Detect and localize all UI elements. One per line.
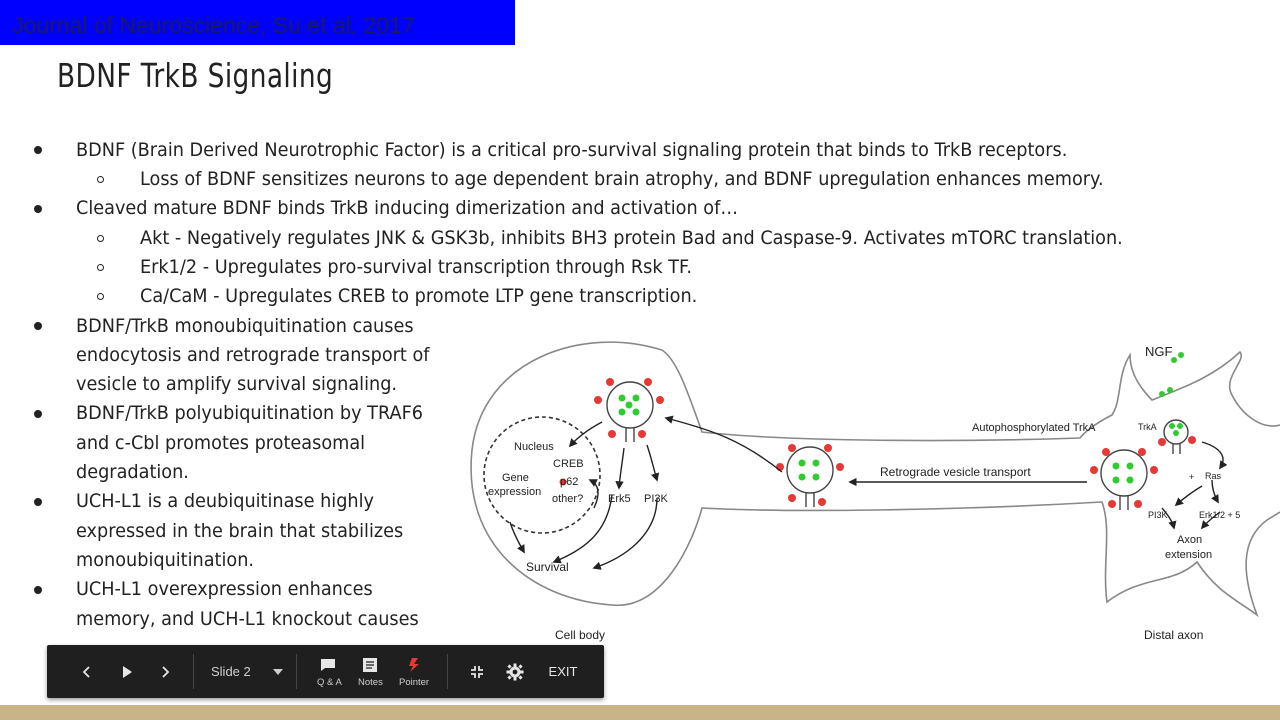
svg-text:Cell body: Cell body bbox=[555, 628, 605, 642]
notes-button[interactable]: Notes bbox=[353, 645, 387, 698]
sub-bullet-ring bbox=[97, 293, 104, 300]
bullet-text: BDNF (Brain Derived Neurotrophic Factor)… bbox=[76, 139, 1068, 161]
svg-text:Axon: Axon bbox=[1177, 534, 1202, 546]
presentation-toolbar: Slide 2 Q & A Notes Pointer EXIT bbox=[47, 645, 604, 698]
footer-bar bbox=[0, 705, 1280, 720]
bullet-text: BDNF/TrkB monoubiquitination causes bbox=[76, 315, 414, 337]
toolbar-divider bbox=[296, 654, 297, 689]
chevron-left-icon bbox=[82, 665, 90, 678]
svg-text:other?: other? bbox=[552, 493, 583, 505]
laser-pointer-icon bbox=[409, 658, 419, 672]
ngf-dots bbox=[618, 352, 1184, 484]
ubiquitin-dots bbox=[559, 378, 1196, 508]
svg-text:+: + bbox=[1189, 472, 1194, 482]
svg-text:expression: expression bbox=[488, 486, 541, 498]
exit-label: EXIT bbox=[548, 664, 578, 679]
previous-slide-button[interactable] bbox=[73, 645, 101, 698]
sub-bullet-ring bbox=[97, 235, 104, 242]
svg-text:Gene: Gene bbox=[502, 472, 529, 484]
svg-text:Survival: Survival bbox=[526, 560, 569, 574]
qa-button[interactable]: Q & A bbox=[311, 645, 345, 698]
exit-button[interactable]: EXIT bbox=[541, 645, 585, 698]
exit-fullscreen-button[interactable] bbox=[463, 645, 491, 698]
qa-icon bbox=[321, 659, 335, 671]
pointer-button[interactable]: Pointer bbox=[395, 645, 433, 698]
signal-arrows bbox=[509, 415, 1228, 570]
svg-text:Ras: Ras bbox=[1205, 471, 1222, 481]
bullet-dot bbox=[34, 205, 42, 213]
bullet-text: UCH-L1 is a deubiquitinase highly bbox=[76, 490, 375, 512]
source-citation: Journal of Neuroscience, Su et al, 2017 bbox=[12, 12, 415, 38]
caret-down-icon bbox=[272, 668, 283, 675]
bullet-dot bbox=[34, 498, 42, 506]
bullet-text: memory, and UCH-L1 knockout causes bbox=[76, 608, 419, 630]
bullet-dot bbox=[34, 146, 42, 154]
bullet-text: UCH-L1 overexpression enhances bbox=[76, 578, 373, 600]
play-icon bbox=[123, 665, 132, 678]
toolbar-divider bbox=[193, 654, 194, 689]
bullet-text: degradation. bbox=[76, 461, 189, 483]
svg-text:NGF: NGF bbox=[1145, 344, 1173, 359]
svg-text:CREB: CREB bbox=[553, 458, 584, 470]
slide-select[interactable]: Slide 2 bbox=[203, 645, 293, 698]
slide-title: BDNF TrkB Signaling bbox=[57, 56, 334, 95]
vesicles bbox=[606, 381, 1189, 497]
sub-bullet-text: Erk1/2 - Upregulates pro-survival transc… bbox=[140, 256, 692, 278]
svg-text:p62: p62 bbox=[560, 476, 578, 488]
sub-bullet-ring bbox=[97, 176, 104, 183]
svg-text:Autophosphorylated TrkA: Autophosphorylated TrkA bbox=[972, 422, 1096, 434]
bullet-dot bbox=[34, 322, 42, 330]
slide-select-value: Slide 2 bbox=[211, 664, 251, 679]
pointer-label: Pointer bbox=[399, 677, 430, 688]
svg-text:Nucleus: Nucleus bbox=[514, 441, 554, 453]
figure-labels: NGF Autophosphorylated TrkA TrkA Nucleus… bbox=[488, 344, 1240, 642]
bullet-text: BDNF/TrkB polyubiquitination by TRAF6 bbox=[76, 402, 424, 424]
bullet-text: Cleaved mature BDNF binds TrkB inducing … bbox=[76, 197, 739, 219]
svg-text:TrkA: TrkA bbox=[1138, 422, 1157, 432]
bullet-text: vesicle to amplify survival signaling. bbox=[76, 373, 398, 395]
play-button[interactable] bbox=[113, 645, 141, 698]
svg-text:Erk1/2 + 5: Erk1/2 + 5 bbox=[1199, 510, 1240, 520]
qa-label: Q & A bbox=[317, 677, 342, 688]
bullet-dot bbox=[34, 586, 42, 594]
next-slide-button[interactable] bbox=[151, 645, 179, 698]
bullet-text: expressed in the brain that stabilizes bbox=[76, 520, 404, 542]
svg-text:Erk5: Erk5 bbox=[608, 493, 631, 505]
bullet-text: endocytosis and retrograde transport of bbox=[76, 344, 430, 366]
neuron-outline bbox=[470, 341, 1280, 618]
svg-text:PI3K: PI3K bbox=[644, 493, 669, 505]
source-banner: Journal of Neuroscience, Su et al, 2017 bbox=[0, 0, 515, 45]
sub-bullet-ring bbox=[97, 264, 104, 271]
gear-icon bbox=[506, 663, 524, 680]
bullet-dot bbox=[34, 410, 42, 418]
sub-bullet-text: Ca/CaM - Upregulates CREB to promote LTP… bbox=[140, 285, 698, 307]
svg-text:PI3K: PI3K bbox=[1148, 510, 1168, 520]
svg-text:Distal axon: Distal axon bbox=[1144, 628, 1203, 642]
sub-bullet-text: Akt - Negatively regulates JNK & GSK3b, … bbox=[140, 227, 1123, 249]
sub-bullet-text: Loss of BDNF sensitizes neurons to age d… bbox=[140, 168, 1104, 190]
receptor-stalks bbox=[625, 428, 1181, 510]
svg-text:Retrograde vesicle transport: Retrograde vesicle transport bbox=[880, 465, 1031, 479]
notes-label: Notes bbox=[358, 677, 383, 688]
toolbar-divider bbox=[447, 654, 448, 689]
exit-fullscreen-icon bbox=[471, 665, 483, 678]
nucleus bbox=[483, 416, 601, 534]
chevron-right-icon bbox=[162, 665, 170, 678]
neuron-signaling-figure: NGF Autophosphorylated TrkA TrkA Nucleus… bbox=[470, 341, 1280, 642]
svg-text:extension: extension bbox=[1165, 549, 1212, 561]
bullet-text: and c-Cbl promotes proteasomal bbox=[76, 432, 366, 454]
bullet-text: monoubiquitination. bbox=[76, 549, 255, 571]
settings-button[interactable] bbox=[501, 645, 529, 698]
notes-icon bbox=[363, 658, 377, 672]
